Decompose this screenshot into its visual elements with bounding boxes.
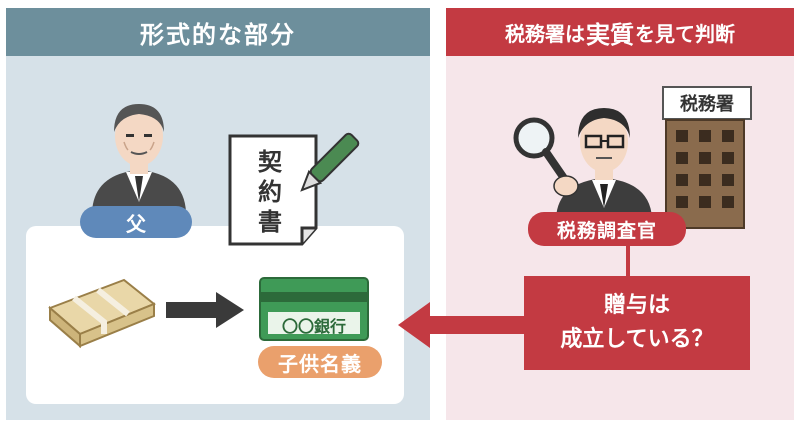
money-stack-icon: [48, 278, 156, 349]
right-title-part1: 税務署は: [505, 21, 585, 46]
bank-card-icon: [259, 277, 369, 341]
tax-inspector-icon: [513, 108, 652, 218]
right-title-part2: を見て判断: [635, 21, 735, 46]
inspector-label: 税務調査官: [528, 212, 686, 246]
contract-char-1: 契: [258, 147, 282, 176]
left-arrow-icon: [398, 302, 528, 348]
right-panel-title: 税務署は 実質 を見て判断: [446, 8, 794, 56]
bank-name: 〇〇銀行: [281, 317, 346, 336]
question-box: 贈与は 成立している？: [524, 276, 750, 370]
contract-document-icon: [228, 132, 360, 246]
question-line-1: 贈与は: [603, 293, 670, 318]
father-label: 父: [80, 206, 192, 238]
right-arrow-icon: [166, 292, 244, 328]
left-panel-title: 形式的な部分: [6, 8, 430, 56]
tax-office-building-icon: [665, 119, 745, 229]
contract-char-3: 書: [258, 207, 282, 236]
tax-office-sign: 税務署: [662, 86, 752, 120]
connector-line: [626, 246, 630, 278]
father-icon: [92, 104, 186, 212]
question-line-2: 成立している？: [560, 327, 714, 352]
contract-char-2: 約: [258, 177, 282, 206]
child-name-label: 子供名義: [258, 346, 382, 378]
right-title-emphasis: 実質: [586, 20, 634, 49]
